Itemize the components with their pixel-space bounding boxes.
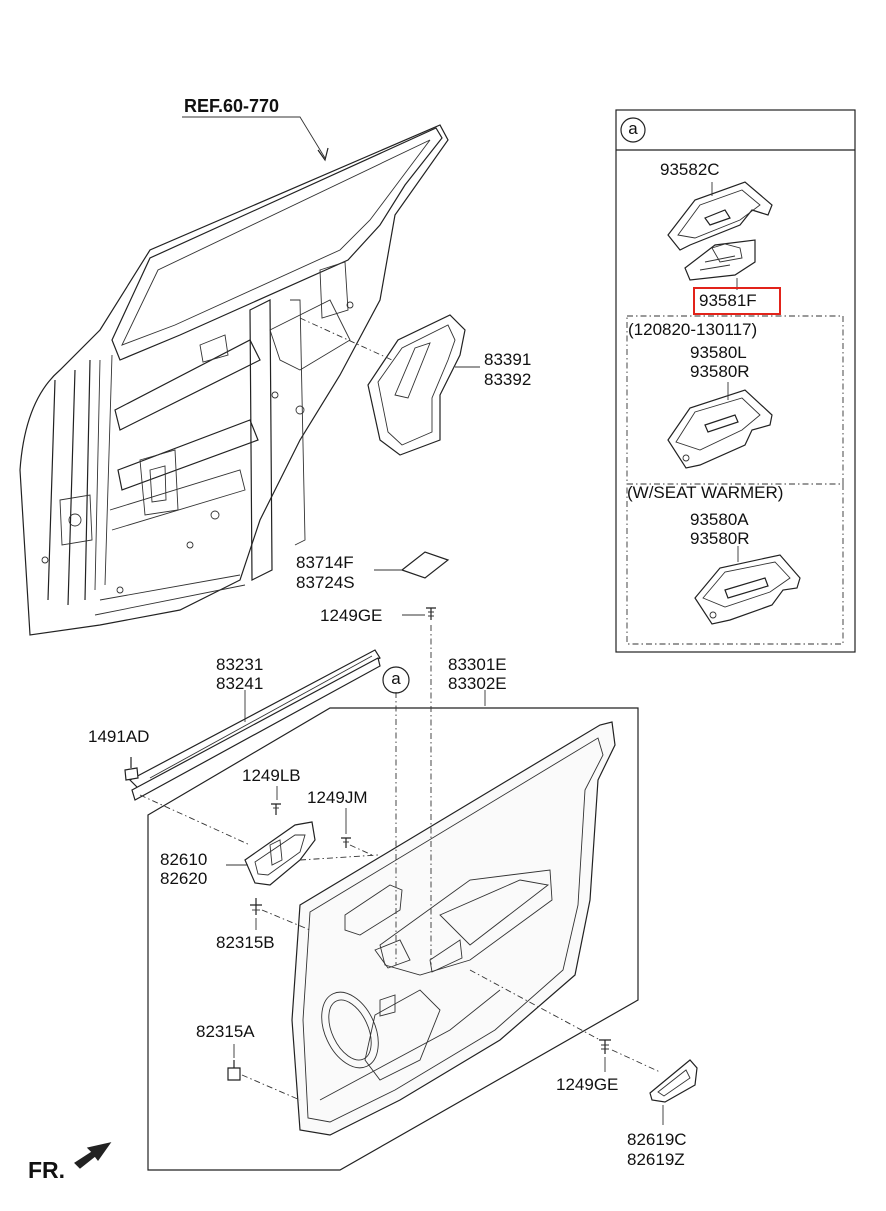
label-trim-83302E[interactable]: 83302E xyxy=(448,674,507,693)
clip-1491AD xyxy=(124,757,139,781)
callout-a-main[interactable]: a xyxy=(391,669,401,688)
label-handle-82620[interactable]: 82620 xyxy=(160,869,208,888)
bezel-93582C xyxy=(667,181,773,251)
cover-82619C xyxy=(649,1059,698,1103)
callout-circle-main xyxy=(382,666,410,694)
label-option-seat-warmer: (W/SEAT WARMER) xyxy=(627,483,784,502)
door-trim-panel xyxy=(147,707,639,1171)
label-bolt-1249LB[interactable]: 1249LB xyxy=(242,766,301,785)
tape-83714F xyxy=(400,551,450,579)
switch-93581F xyxy=(684,239,756,281)
label-clip-1491AD[interactable]: 1491AD xyxy=(88,727,150,746)
clip-82315A xyxy=(227,1060,241,1081)
belt-seal-83231 xyxy=(129,649,381,801)
bolt-1249JM xyxy=(341,837,351,848)
label-switch-93580L[interactable]: 93580L xyxy=(690,343,747,362)
label-cover-82619C[interactable]: 82619C xyxy=(627,1130,687,1149)
label-switch-93581F[interactable]: 93581F xyxy=(699,291,757,310)
label-bolt-1249JM[interactable]: 1249JM xyxy=(307,788,368,807)
door-frame-drawing xyxy=(19,124,449,636)
label-tape-83724S[interactable]: 83724S xyxy=(296,573,355,592)
label-ref-door[interactable]: REF.60-770 xyxy=(184,96,280,116)
label-pad-83391[interactable]: 83391 xyxy=(484,350,532,369)
label-switch-93580R-1[interactable]: 93580R xyxy=(690,362,750,381)
front-direction-arrow xyxy=(74,1142,112,1169)
switch-93580A xyxy=(694,554,801,625)
screw-1249GE-top xyxy=(426,607,436,620)
switch-93580L xyxy=(667,389,773,469)
label-pad-83392[interactable]: 83392 xyxy=(484,370,532,389)
label-switch-93580R-2[interactable]: 93580R xyxy=(690,529,750,548)
label-trim-83301E[interactable]: 83301E xyxy=(448,655,507,674)
label-date-range: (120820-130117) xyxy=(628,320,758,339)
label-screw-1249GE-bottom[interactable]: 1249GE xyxy=(556,1075,619,1094)
label-front-marker: FR. xyxy=(28,1157,66,1183)
label-seal-83231[interactable]: 83231 xyxy=(216,655,264,674)
label-cover-82619Z[interactable]: 82619Z xyxy=(627,1150,685,1169)
screw-1249GE-bottom xyxy=(599,1039,611,1054)
inset-callout-a[interactable]: a xyxy=(628,119,638,138)
inside-handle-82610 xyxy=(244,821,316,886)
label-screw-1249GE-top[interactable]: 1249GE xyxy=(320,606,383,625)
inset-panel xyxy=(615,109,856,653)
label-seal-83241[interactable]: 83241 xyxy=(216,674,264,693)
label-bezel-93582C[interactable]: 93582C xyxy=(660,160,720,179)
insulator-pad-83391 xyxy=(367,314,466,456)
label-clip-82315B[interactable]: 82315B xyxy=(216,933,275,952)
label-switch-93580A[interactable]: 93580A xyxy=(690,510,749,529)
label-clip-82315A[interactable]: 82315A xyxy=(196,1022,255,1041)
label-tape-83714F[interactable]: 83714F xyxy=(296,553,354,572)
label-handle-82610[interactable]: 82610 xyxy=(160,850,208,869)
highlight-box-93581F xyxy=(693,287,781,315)
clip-82315B xyxy=(250,898,262,915)
bolt-1249LB xyxy=(271,803,281,815)
